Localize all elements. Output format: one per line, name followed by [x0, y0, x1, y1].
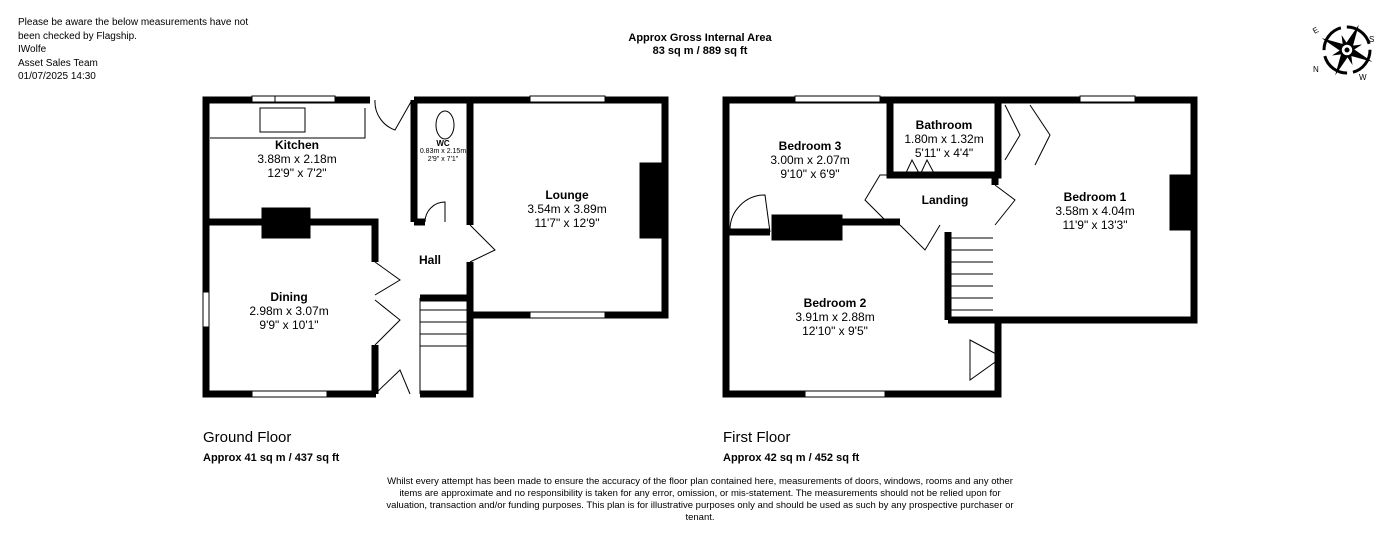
svg-text:W: W — [1359, 73, 1367, 82]
svg-text:S: S — [1369, 35, 1374, 44]
disclaimer: Whilst every attempt has been made to en… — [386, 476, 1014, 523]
room-name: Kitchen — [274, 138, 319, 152]
note-line: been checked by Flagship. — [18, 30, 137, 42]
room-name: Bedroom 3 — [778, 139, 842, 153]
room-name: WC — [436, 139, 450, 148]
room-name: Bedroom 1 — [1063, 190, 1127, 204]
room-name: Landing — [921, 193, 969, 207]
ground-floor-area: Approx 41 sq m / 437 sq ft — [203, 452, 340, 464]
room-metric: 3.00m x 2.07m — [770, 153, 850, 167]
room-imperial: 5'11" x 4'4" — [914, 146, 974, 160]
room-imperial: 9'10" x 6'9" — [780, 167, 840, 181]
room-imperial: 12'9" x 7'2" — [267, 166, 327, 180]
first-floor-fixtures — [729, 95, 1196, 398]
room-landing: Landing — [922, 193, 969, 207]
svg-text:N: N — [1313, 65, 1319, 74]
gross-area-value: 83 sq m / 889 sq ft — [652, 45, 748, 57]
room-name: Bedroom 2 — [803, 296, 867, 310]
compass-icon: E S W N — [1311, 24, 1374, 82]
room-metric: 3.54m x 3.89m — [527, 202, 607, 216]
room-metric: 0.83m x 2.15m — [419, 148, 467, 155]
room-name: Dining — [270, 290, 308, 304]
room-imperial: 2'9" x 7'1" — [427, 156, 459, 163]
note-line: 01/07/2025 14:30 — [18, 71, 96, 82]
room-imperial: 12'10" x 9'5" — [802, 324, 868, 338]
gross-area-title: Approx Gross Internal Area — [628, 32, 772, 44]
note-line: Asset Sales Team — [18, 57, 98, 69]
room-name: Lounge — [545, 188, 589, 202]
room-metric: 3.88m x 2.18m — [257, 152, 337, 166]
ground-floor-fixtures — [202, 95, 666, 398]
room-metric: 3.91m x 2.88m — [795, 310, 875, 324]
room-imperial: 11'7" x 12'9" — [534, 216, 600, 230]
room-metric: 3.58m x 4.04m — [1055, 204, 1135, 218]
note-line: Please be aware the below measurements h… — [18, 17, 249, 28]
room-imperial: 11'9" x 13'3" — [1062, 218, 1128, 232]
note-line: IWolfe — [18, 44, 47, 55]
room-imperial: 9'9" x 10'1" — [259, 318, 319, 332]
room-metric: 1.80m x 1.32m — [904, 132, 984, 146]
gross-internal-area: Approx Gross Internal Area 83 sq m / 889… — [0, 32, 1400, 58]
room-name: Hall — [418, 253, 442, 267]
room-name: Bathroom — [915, 118, 973, 132]
first-floor-area: Approx 42 sq m / 452 sq ft — [723, 452, 860, 464]
room-metric: 2.98m x 3.07m — [249, 304, 329, 318]
first-floor-title: First Floor — [723, 429, 791, 446]
svg-text:E: E — [1311, 25, 1320, 35]
ground-floor-title: Ground Floor — [203, 429, 292, 446]
room-hall: Hall — [419, 253, 441, 267]
measurement-note: Please be aware the below measurements h… — [18, 16, 318, 84]
